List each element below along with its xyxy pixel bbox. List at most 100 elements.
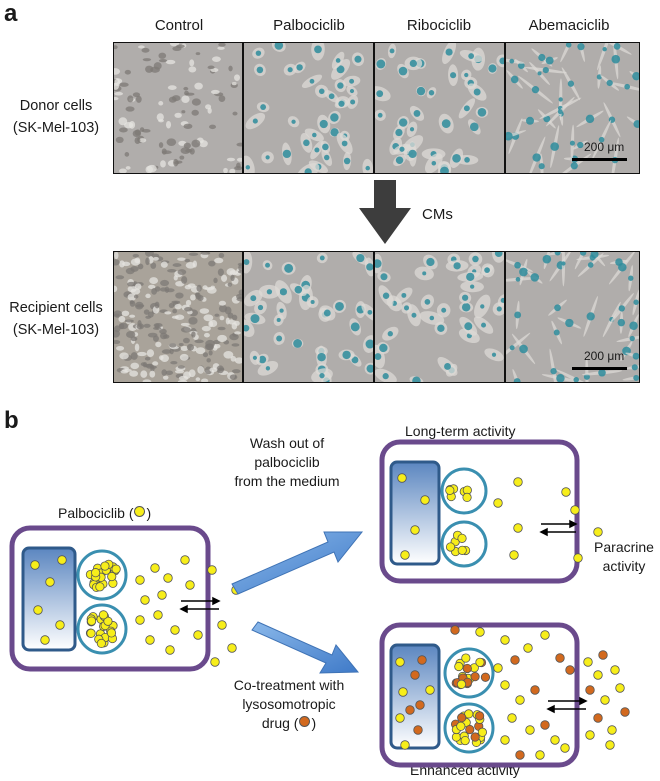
palbociclib-molecule <box>493 498 503 508</box>
palbociclib-molecule <box>420 495 430 505</box>
micrograph-recipient-palbociclib <box>243 251 374 383</box>
palbociclib-molecule <box>593 670 603 680</box>
palbociclib-molecule <box>515 695 525 705</box>
micrograph-donor-control <box>113 42 243 174</box>
lysosomotropic-molecule <box>470 672 480 682</box>
palbociclib-molecule <box>185 580 195 590</box>
palbociclib-molecule <box>107 571 117 582</box>
row-label-donor-line2: (SK-Mel-103) <box>12 120 100 136</box>
washout-line1: Wash out of <box>249 435 325 451</box>
palbociclib-molecule <box>475 627 485 637</box>
palbociclib-molecule <box>106 628 117 638</box>
lysosomotropic-molecule <box>565 665 575 675</box>
palbociclib-molecule <box>445 485 455 495</box>
palbociclib-molecule <box>135 615 145 625</box>
row-label-recipient-line1: Recipient cells <box>9 300 103 316</box>
palbociclib-molecule <box>86 616 97 626</box>
palbociclib-molecule <box>153 610 163 620</box>
scale-bar-label-donor: 200 μm <box>584 140 625 154</box>
paracrine-line2: activity <box>602 558 646 574</box>
micrograph-recipient-abemaciclib <box>505 251 640 383</box>
column-header-palbociclib: Palbociclib <box>273 17 345 34</box>
palbociclib-molecule <box>227 643 237 653</box>
palbociclib-molecule <box>91 568 101 578</box>
palbociclib-molecule <box>509 550 519 560</box>
cotreat-line1: Co-treatment with <box>233 677 345 693</box>
lysosomotropic-molecule <box>530 685 540 695</box>
palbociclib-molecule <box>493 663 503 673</box>
palbociclib-molecule <box>600 695 610 705</box>
palbociclib-molecule <box>513 477 523 487</box>
palbociclib-molecule <box>150 563 160 573</box>
micrograph-recipient-ribociclib <box>374 251 505 383</box>
palbociclib-molecule <box>398 687 408 697</box>
scale-bar-donor <box>572 158 627 161</box>
scale-bar-label-recipient: 200 μm <box>584 349 625 363</box>
column-header-ribociclib: Ribociclib <box>406 17 472 34</box>
micrograph-donor-ribociclib <box>374 42 505 174</box>
palbociclib-molecule <box>583 657 593 667</box>
down-arrow-icon <box>359 180 411 244</box>
paracrine-line1: Paracrine <box>594 539 654 555</box>
cms-label: CMs <box>422 206 453 223</box>
palbociclib-molecule <box>593 527 603 537</box>
palbociclib-molecule <box>40 635 50 645</box>
palbociclib-molecule <box>55 620 65 630</box>
longterm-activity-title: Long-term activity <box>405 423 516 439</box>
palbociclib-molecule <box>460 735 470 746</box>
lysosomotropic-molecule <box>470 732 480 742</box>
palbociclib-molecule <box>100 561 110 571</box>
washout-line2: palbociclib <box>254 454 320 470</box>
lysosomotropic-molecule <box>585 685 595 695</box>
lysosomotropic-molecule <box>410 670 420 680</box>
palbociclib-molecule <box>165 645 175 655</box>
cotreat-line3-wrap: drug () <box>222 714 356 733</box>
palbociclib-molecule <box>400 740 410 750</box>
palbociclib-molecule <box>507 713 517 723</box>
palbociclib-molecule <box>45 577 55 587</box>
palbociclib-molecule <box>500 680 510 690</box>
palbociclib-molecule <box>135 575 145 585</box>
exchange-arrows-longterm-icon <box>539 519 578 537</box>
exchange-arrows-enhanced-icon <box>546 696 588 714</box>
cotreat-line2: lysosomotropic <box>242 696 336 712</box>
palbociclib-molecule <box>462 492 472 503</box>
lysosomotropic-molecule <box>555 653 565 663</box>
palbociclib-molecule <box>86 628 96 638</box>
palbociclib-molecule <box>395 713 405 723</box>
palbociclib-molecule <box>30 560 40 570</box>
schematic-diagram <box>9 439 630 768</box>
paracrine-label: Paracrine activity <box>588 538 660 576</box>
micrograph-donor-palbociclib <box>243 42 374 174</box>
palbociclib-molecule <box>540 630 550 640</box>
palbociclib-molecule <box>445 542 456 552</box>
palbociclib-molecule <box>525 725 535 735</box>
palbociclib-molecule <box>33 605 43 615</box>
cell-palbociclib <box>9 525 241 672</box>
palbociclib-molecule <box>395 657 405 667</box>
palbociclib-molecule <box>111 564 121 574</box>
palbociclib-molecule <box>500 735 510 745</box>
palbociclib-molecule <box>145 635 155 645</box>
palbociclib-molecule <box>500 635 510 645</box>
palbociclib-molecule <box>96 638 106 649</box>
palbociclib-molecule <box>513 523 523 533</box>
nucleus-enhanced <box>389 643 441 750</box>
palbociclib-molecule <box>397 473 407 483</box>
palbociclib-molecule <box>207 565 217 575</box>
palbociclib-molecule <box>561 487 571 497</box>
row-label-recipient: Recipient cells (SK-Mel-103) <box>0 297 112 341</box>
micrograph-donor-abemaciclib <box>505 42 640 174</box>
panel-b-label: b <box>4 407 19 434</box>
palbociclib-legend: Palbociclib () <box>58 505 151 521</box>
palbociclib-molecule <box>157 590 167 600</box>
palbociclib-molecule <box>140 595 150 605</box>
row-label-donor-line1: Donor cells <box>19 98 93 114</box>
palbociclib-molecule <box>180 555 190 565</box>
palbociclib-molecule <box>615 683 625 693</box>
micrograph-recipient-control <box>113 251 243 383</box>
palbociclib-molecule <box>425 685 435 695</box>
diagonal-arrow-icon <box>231 531 364 595</box>
cell-enhanced <box>379 622 630 768</box>
palbociclib-molecule <box>456 679 467 689</box>
